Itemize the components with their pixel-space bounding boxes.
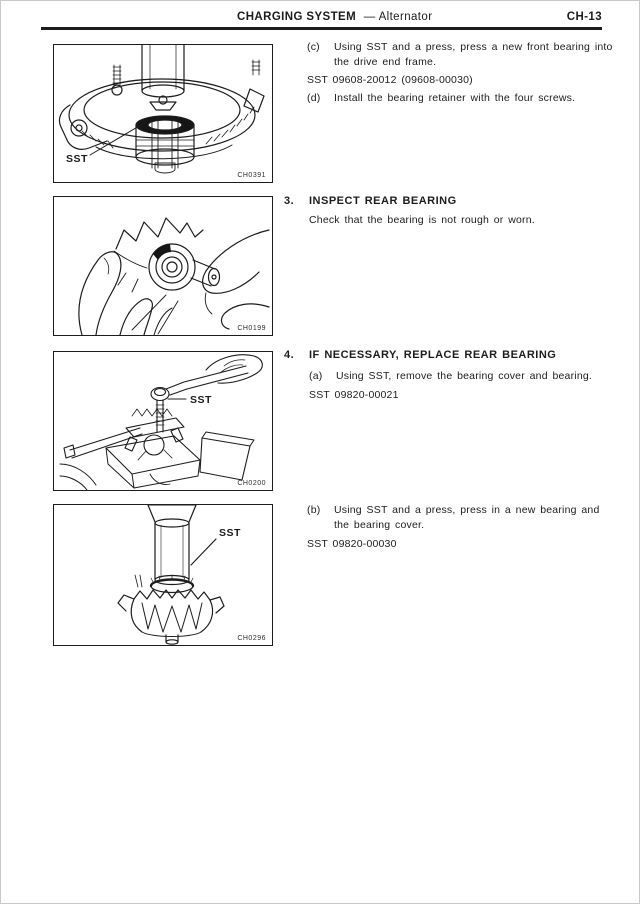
step-a-text: Using SST, remove the bearing cover and …	[336, 370, 593, 382]
section-3-number: 3.	[284, 195, 295, 207]
step-b-text: Using SST and a press, press in a new be…	[334, 504, 600, 531]
figure-code: CH0199	[237, 325, 266, 332]
step-a: (a) Using SST, remove the bearing cover …	[309, 369, 596, 384]
inspect-rear-bearing-illustration	[78, 217, 270, 335]
step-d: (d) Install the bearing retainer with th…	[307, 91, 619, 106]
section-3-heading: INSPECT REAR BEARING	[309, 195, 457, 207]
page-title-subsection: — Alternator	[363, 11, 433, 23]
step-a-label: (a)	[309, 370, 323, 382]
step-d-text: Install the bearing retainer with the fo…	[334, 92, 576, 104]
figure-remove-bearing-cover: SST CH0200	[53, 351, 273, 491]
section-4: 4. IF NECESSARY, REPLACE REAR BEARING (a…	[284, 347, 596, 403]
section-3-heading-row: 3. INSPECT REAR BEARING	[284, 193, 596, 209]
sst-callout-label: SST	[219, 527, 241, 539]
remove-bearing-cover-illustration: SST	[59, 354, 263, 490]
figure-front-bearing-press: SST CH0391	[53, 44, 273, 183]
sst-number-line: SST 09820-00030	[307, 538, 397, 550]
sst-number-line: SST 09820-00021	[309, 389, 399, 401]
step-c-text: Using SST and a press, press a new front…	[334, 41, 613, 68]
section-3: 3. INSPECT REAR BEARING Check that the b…	[284, 193, 596, 228]
step-d-label: (d)	[307, 92, 321, 104]
step-b: (b) Using SST and a press, press in a ne…	[307, 503, 619, 533]
section-3-body: Check that the bearing is not rough or w…	[309, 214, 535, 226]
front-bearing-press-illustration: SST	[58, 45, 265, 174]
figure-press-rear-bearing: SST CH0296	[53, 504, 273, 646]
section-4-heading: IF NECESSARY, REPLACE REAR BEARING	[309, 349, 557, 361]
figure-code: CH0391	[237, 172, 266, 179]
page-title-section: CHARGING SYSTEM	[237, 11, 357, 23]
section-4-heading-row: 4. IF NECESSARY, REPLACE REAR BEARING	[284, 347, 596, 363]
step-c: (c) Using SST and a press, press a new f…	[307, 40, 619, 70]
step-b-label: (b)	[307, 504, 321, 516]
figure-code: CH0296	[237, 635, 266, 642]
figure-code: CH0200	[237, 480, 266, 487]
sst-callout-label: SST	[190, 394, 212, 406]
section-4-number: 4.	[284, 349, 295, 361]
header-rule	[41, 27, 602, 30]
sst-number-line: SST 09608-20012 (09608-00030)	[307, 74, 473, 86]
step-block-b: (b) Using SST and a press, press in a ne…	[307, 503, 619, 552]
sst-callout-label: SST	[66, 153, 88, 165]
step-block-cd: (c) Using SST and a press, press a new f…	[307, 40, 619, 106]
page-title: CHARGING SYSTEM — Alternator	[237, 11, 432, 23]
figure-inspect-rear-bearing: CH0199	[53, 196, 273, 336]
page-number: CH-13	[566, 11, 602, 23]
press-rear-bearing-illustration: SST	[117, 505, 241, 645]
step-c-label: (c)	[307, 41, 320, 53]
